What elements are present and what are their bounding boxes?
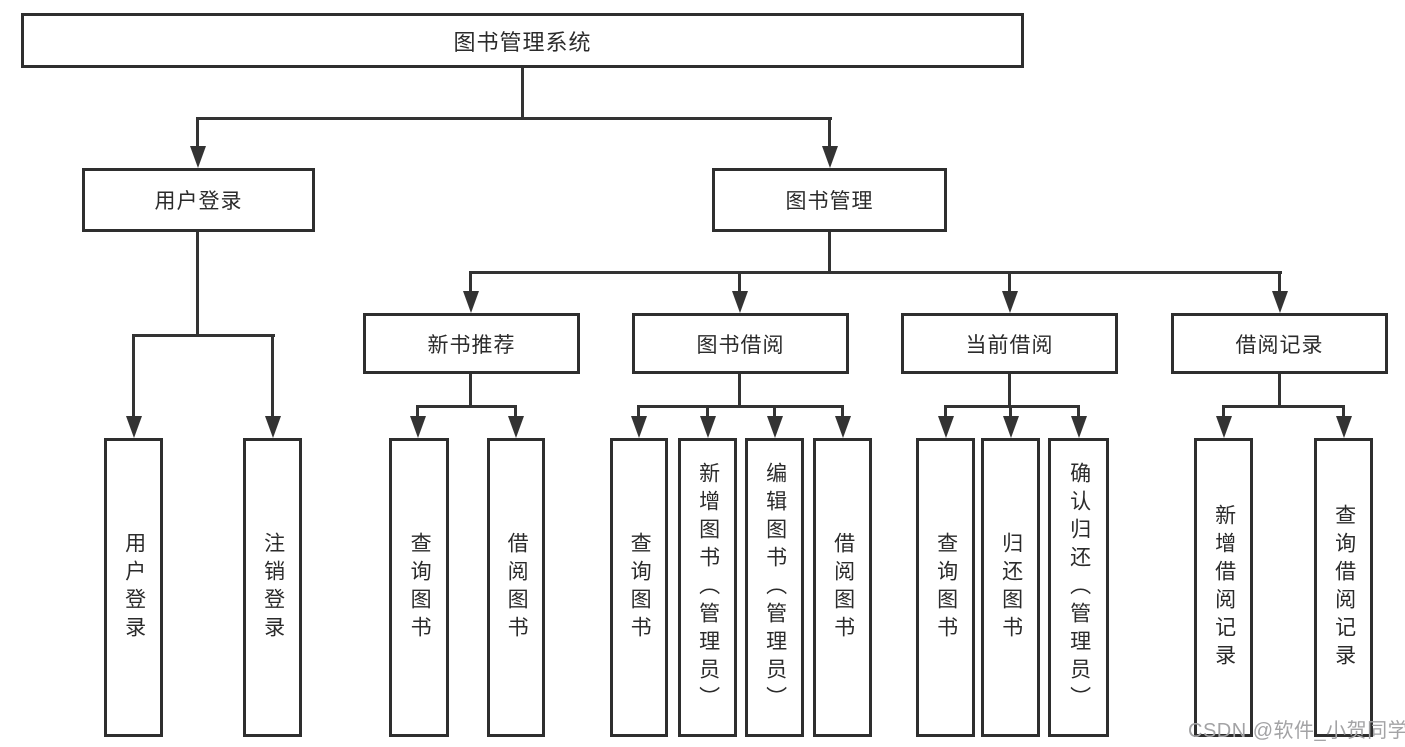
node-book-management: 图书管理 [712,168,947,232]
leaf-add-books-admin-label: 新增图书（管理员） [696,461,720,714]
connector-line [637,406,640,418]
node-new-book-recommend-label: 新书推荐 [427,333,516,357]
node-borrow-records: 借阅记录 [1171,313,1388,374]
node-root-label: 图书管理系统 [453,29,592,55]
arrowhead-down-icon [631,416,647,438]
connector-line [1008,374,1011,406]
node-user-login: 用户登录 [82,168,315,232]
node-book-management-label: 图书管理 [785,190,874,213]
leaf-confirm-return-admin: 确认归还（管理员） [1048,438,1109,737]
node-current-borrow: 当前借阅 [901,313,1118,374]
connector-line [469,374,472,406]
connector-line [271,335,274,416]
csdn-watermark: CSDN @软件_小贺同学 [1188,720,1405,742]
connector-line [773,406,776,418]
leaf-query-books-3-label: 查询图书 [934,531,958,644]
arrowhead-down-icon [265,416,281,438]
connector-line [196,117,832,120]
connector-line [196,232,199,335]
connector-line [828,118,831,148]
connector-line [637,405,844,408]
arrowhead-down-icon [822,146,838,168]
connector-line [132,335,135,416]
leaf-confirm-return-admin-label: 确认归还（管理员） [1067,461,1091,714]
connector-line [841,406,844,418]
leaf-user-login: 用户登录 [104,438,163,737]
connector-line [1278,272,1281,292]
node-book-borrow-label: 图书借阅 [696,333,785,357]
connector-line [416,405,517,408]
leaf-query-books-1-label: 查询图书 [408,531,432,644]
arrowhead-down-icon [700,416,716,438]
connector-line [1278,374,1281,406]
leaf-edit-books-admin: 编辑图书（管理员） [745,438,804,737]
connector-line [1077,406,1080,418]
arrowhead-down-icon [190,146,206,168]
arrowhead-down-icon [1216,416,1232,438]
arrowhead-down-icon [126,416,142,438]
node-borrow-records-label: 借阅记录 [1235,333,1324,357]
leaf-return-books-label: 归还图书 [999,531,1023,644]
connector-line [828,232,831,272]
arrowhead-down-icon [508,416,524,438]
leaf-add-borrow-record-label: 新增借阅记录 [1212,503,1236,672]
node-root: 图书管理系统 [21,13,1024,68]
arrowhead-down-icon [938,416,954,438]
node-new-book-recommend: 新书推荐 [363,313,580,374]
connector-line [1009,406,1012,418]
connector-line [738,272,741,292]
connector-line [469,271,1282,274]
connector-line [521,68,524,120]
leaf-return-books: 归还图书 [981,438,1040,737]
leaf-query-books-3: 查询图书 [916,438,975,737]
leaf-user-login-label: 用户登录 [122,531,146,644]
connector-line [416,406,419,418]
leaf-add-books-admin: 新增图书（管理员） [678,438,737,737]
leaf-borrow-books-1-label: 借阅图书 [505,531,529,644]
leaf-edit-books-admin-label: 编辑图书（管理员） [763,461,787,714]
connector-line [1222,406,1225,418]
connector-line [1222,405,1345,408]
leaf-query-books-2: 查询图书 [610,438,668,737]
connector-line [944,406,947,418]
node-current-borrow-label: 当前借阅 [965,333,1054,357]
leaf-query-books-2-label: 查询图书 [628,531,652,644]
leaf-borrow-books-2: 借阅图书 [813,438,872,737]
arrowhead-down-icon [1002,291,1018,313]
arrowhead-down-icon [835,416,851,438]
leaf-borrow-books-2-label: 借阅图书 [831,531,855,644]
arrowhead-down-icon [1071,416,1087,438]
arrowhead-down-icon [1003,416,1019,438]
connector-line [132,334,275,337]
arrowhead-down-icon [767,416,783,438]
connector-line [514,406,517,418]
arrowhead-down-icon [463,291,479,313]
leaf-logout: 注销登录 [243,438,302,737]
arrowhead-down-icon [1336,416,1352,438]
connector-line [469,272,472,292]
arrowhead-down-icon [732,291,748,313]
node-user-login-label: 用户登录 [154,190,243,213]
connector-line [196,118,199,148]
leaf-add-borrow-record: 新增借阅记录 [1194,438,1253,737]
arrowhead-down-icon [410,416,426,438]
connector-line [706,406,709,418]
node-book-borrow: 图书借阅 [632,313,849,374]
leaf-query-books-1: 查询图书 [389,438,449,737]
leaf-logout-label: 注销登录 [261,531,285,644]
arrowhead-down-icon [1272,291,1288,313]
connector-line [738,374,741,406]
leaf-borrow-books-1: 借阅图书 [487,438,545,737]
leaf-query-borrow-record-label: 查询借阅记录 [1332,503,1356,672]
connector-line [1342,406,1345,418]
leaf-query-borrow-record: 查询借阅记录 [1314,438,1373,737]
connector-line [944,405,1080,408]
connector-line [1008,272,1011,292]
